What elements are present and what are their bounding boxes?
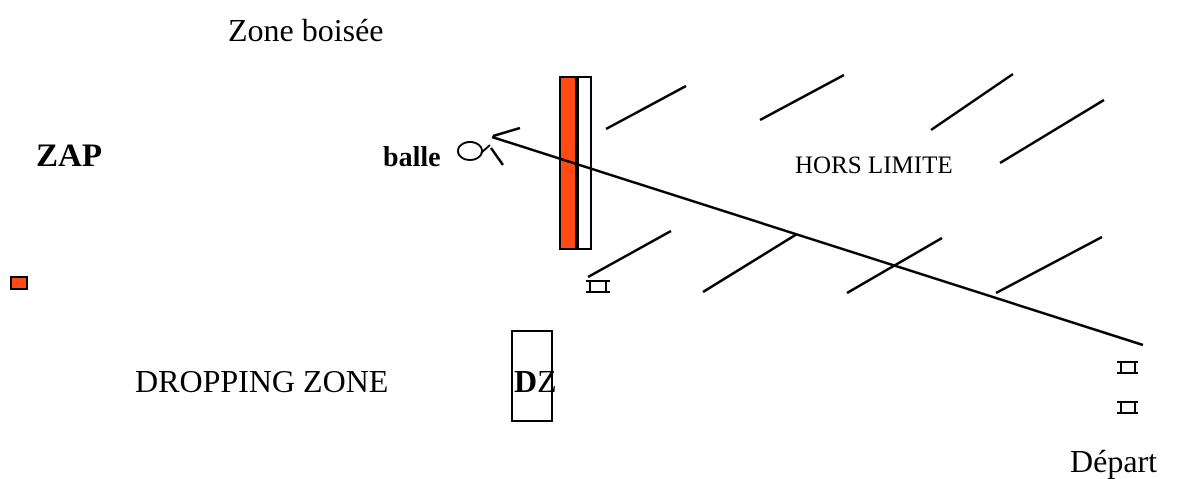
- dropping-zone-box: [511, 330, 553, 422]
- wooded-zone-label: Zone boisée: [228, 12, 384, 48]
- oob-hatch-line: [995, 235, 1103, 295]
- oob-hatch-line: [999, 98, 1105, 165]
- oob-hatch-line: [587, 229, 672, 279]
- tee-start-label: Départ: [1070, 443, 1158, 479]
- ball-label: balle: [383, 142, 441, 173]
- ball-mark-line: [492, 126, 521, 138]
- shot-trajectory-line: [491, 135, 1144, 347]
- zap-legend-swatch: [10, 276, 28, 290]
- ball-icon: [457, 141, 483, 161]
- tee-marker-upper: [1117, 361, 1138, 374]
- ball-mark-tick: [480, 144, 491, 154]
- marker-stake: [586, 280, 610, 293]
- dz-box-label: DZ: [514, 365, 557, 397]
- oob-hatch-line: [605, 84, 687, 131]
- dropping-zone-label: DROPPING ZONE: [135, 363, 389, 399]
- dz-box-letter-d: D: [514, 363, 538, 399]
- dz-box-letter-z: Z: [537, 363, 557, 399]
- oob-hatch-line: [702, 232, 798, 294]
- ball-mark-slash: [489, 147, 505, 166]
- hazard-zone-edge-bar: [577, 76, 592, 250]
- oob-hatch-line: [759, 73, 845, 122]
- tee-marker-lower: [1117, 401, 1138, 414]
- zap-label: ZAP: [36, 138, 102, 174]
- oob-hatch-line: [846, 236, 943, 295]
- oob-hatch-line: [930, 72, 1014, 132]
- out-of-bounds-label: HORS LIMITE: [795, 152, 953, 179]
